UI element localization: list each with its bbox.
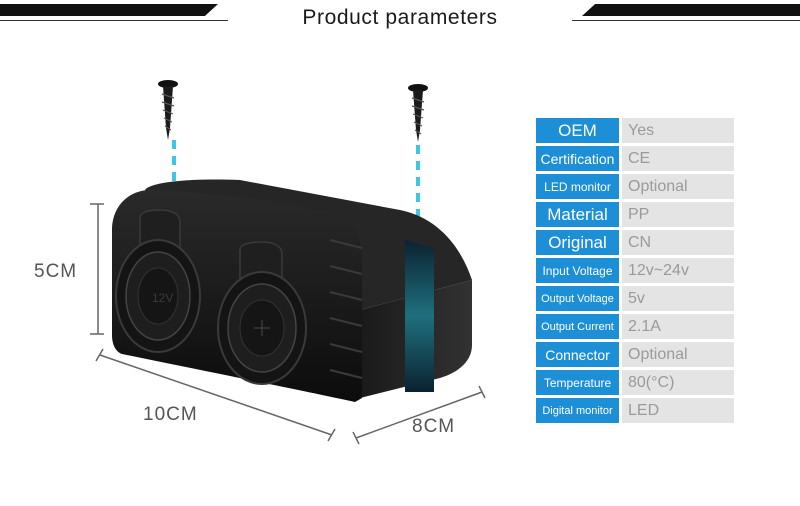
- param-key: Temperature: [536, 370, 619, 395]
- led-strip: [405, 240, 434, 392]
- param-value: CN: [622, 230, 734, 255]
- param-key: Material: [536, 202, 619, 227]
- param-value: Optional: [622, 174, 734, 199]
- param-value: 80(°C): [622, 370, 734, 395]
- param-key: Connector: [536, 342, 619, 367]
- dimension-width-label: 10CM: [143, 404, 198, 425]
- socket-icon: [217, 241, 307, 385]
- dimension-depth-label: 8CM: [412, 416, 456, 437]
- housing-ridges: [329, 239, 363, 379]
- param-value: Yes: [622, 118, 734, 143]
- param-value: PP: [622, 202, 734, 227]
- param-value: Optional: [622, 342, 734, 367]
- header-line-left: [0, 20, 228, 21]
- param-value: LED: [622, 398, 734, 423]
- header-bar-left: [0, 4, 218, 16]
- dimension-line-width: [95, 348, 336, 442]
- product-image: 12V: [90, 80, 486, 445]
- param-key: Certification: [536, 146, 619, 171]
- param-key: Output Voltage: [536, 286, 619, 311]
- screw-icon: [158, 80, 178, 140]
- socket-icon: 12V: [115, 209, 201, 353]
- header-bar-right: [582, 4, 800, 16]
- param-key: Original: [536, 230, 619, 255]
- param-value: CE: [622, 146, 734, 171]
- header-line-right: [572, 20, 800, 21]
- screw-icon: [408, 84, 428, 142]
- param-key: OEM: [536, 118, 619, 143]
- param-key: Digital monitor: [536, 398, 619, 423]
- param-key: Output Current: [536, 314, 619, 339]
- dimension-line-depth: [352, 385, 486, 445]
- svg-text:12V: 12V: [152, 291, 173, 305]
- page-title: Product parameters: [302, 6, 498, 29]
- param-value: 12v~24v: [622, 258, 734, 283]
- param-value: 2.1A: [622, 314, 734, 339]
- dimension-height-label: 5CM: [34, 261, 78, 282]
- dimension-line-height: [90, 203, 104, 335]
- param-key: Input Voltage: [536, 258, 619, 283]
- param-key: LED monitor: [536, 174, 619, 199]
- param-value: 5v: [622, 286, 734, 311]
